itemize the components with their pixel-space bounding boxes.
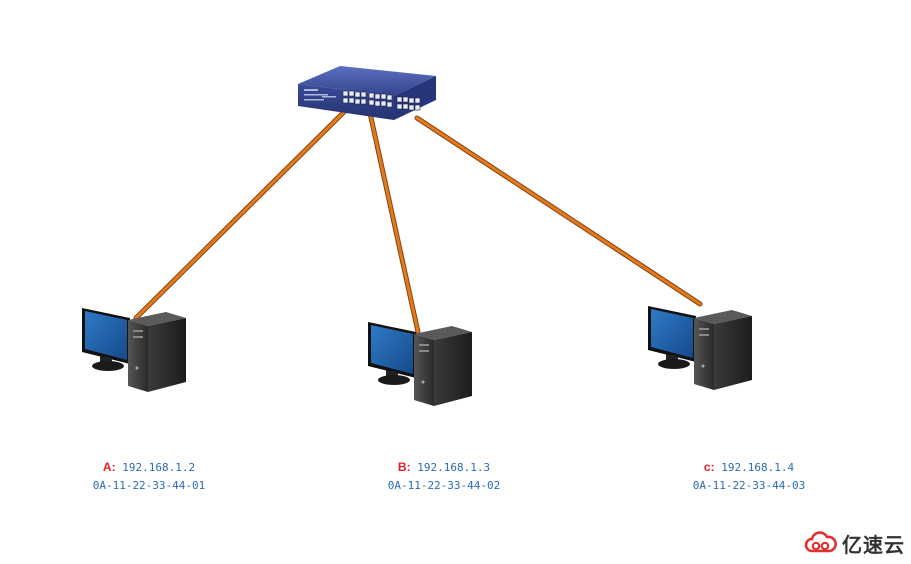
host-a-ip: 192.168.1.2 — [122, 461, 196, 474]
cable-a — [133, 105, 351, 321]
host-a-mac: 0A-11-22-33-44-01 — [92, 479, 206, 492]
host-b-label: B: 192.168.1.3 0A-11-22-33-44-02 — [373, 458, 515, 495]
host-a-line1: A: 192.168.1.2 — [78, 458, 220, 477]
host-b-name: B: — [397, 460, 411, 474]
host-c-label: c: 192.168.1.4 0A-11-22-33-44-03 — [678, 458, 820, 495]
cable-c — [414, 115, 703, 307]
host-b-line1: B: 192.168.1.3 — [373, 458, 515, 477]
host-c-name: c: — [703, 460, 715, 474]
computer-b-icon — [368, 322, 472, 406]
brand-logo-text: 亿速云 — [842, 533, 905, 557]
host-b-ip: 192.168.1.3 — [417, 461, 491, 474]
host-c-line1: c: 192.168.1.4 — [678, 458, 820, 477]
computer-a-icon — [82, 308, 186, 392]
cable-b — [367, 110, 421, 335]
computer-c-icon — [648, 306, 752, 390]
brand-logo: 亿速云 — [804, 529, 905, 558]
host-c-mac: 0A-11-22-33-44-03 — [692, 479, 806, 492]
cloud-logo-icon — [804, 530, 837, 552]
host-a-name: A: — [102, 460, 116, 474]
host-b-mac: 0A-11-22-33-44-02 — [387, 479, 501, 492]
host-a-label: A: 192.168.1.2 0A-11-22-33-44-01 — [78, 458, 220, 495]
host-c-ip: 192.168.1.4 — [721, 461, 795, 474]
network-switch-icon — [298, 66, 436, 120]
